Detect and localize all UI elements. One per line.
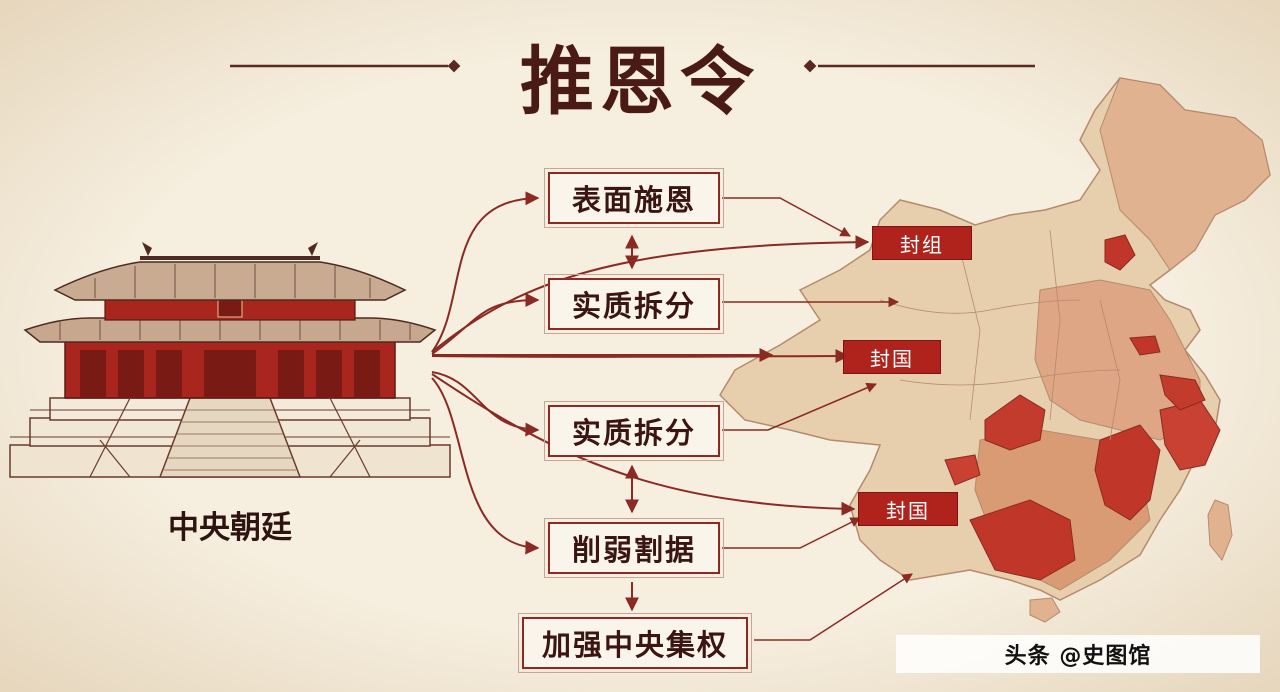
page-title: 推恩令 xyxy=(520,39,760,125)
map-region-hunan xyxy=(1094,424,1161,521)
map-northeast xyxy=(1099,77,1271,271)
court-label: 中央朝廷 xyxy=(168,510,292,546)
title-rules xyxy=(230,59,1035,73)
step-box-1: 表面施恩 xyxy=(544,168,724,228)
map-region-beijing xyxy=(1104,234,1136,271)
map-region-shandong xyxy=(1129,335,1161,356)
china-map xyxy=(719,77,1271,623)
watermark: 头条 @史图馆 xyxy=(896,635,1260,673)
arrow-court-to-t3 xyxy=(431,373,856,516)
map-tag-2: 封国 xyxy=(843,340,941,374)
map-region-guangxi xyxy=(969,499,1076,581)
step-box-3: 实质拆分 xyxy=(544,401,724,461)
arrow-court-to-t2 xyxy=(431,349,850,364)
step-box-5: 加强中央集权 xyxy=(518,613,752,673)
arrow-court-to-s1 xyxy=(431,191,540,353)
map-tag-3: 封国 xyxy=(858,492,958,526)
arrow-s5-to-map xyxy=(754,573,913,641)
arrow-s4-to-t3 xyxy=(722,517,861,549)
arrow-s1-to-t1 xyxy=(722,197,851,237)
court-arrows xyxy=(431,191,870,555)
step-box-2: 实质拆分 xyxy=(544,274,724,334)
map-region-sichuan-edge xyxy=(944,454,981,486)
map-taiwan xyxy=(1207,499,1233,561)
map-arrows xyxy=(722,197,913,641)
map-region-hubei xyxy=(984,394,1046,451)
arrow-court-to-s4 xyxy=(431,377,540,555)
palace-illustration xyxy=(9,242,451,478)
map-borders xyxy=(879,229,1121,441)
step-box-4: 削弱割据 xyxy=(544,518,724,578)
map-region-jiangsu xyxy=(1159,374,1206,411)
arrow-s3-to-t2 xyxy=(722,382,877,431)
arrow-court-to-s2 xyxy=(431,293,540,355)
map-hainan xyxy=(1029,597,1061,623)
map-tag-1: 封组 xyxy=(872,226,972,260)
